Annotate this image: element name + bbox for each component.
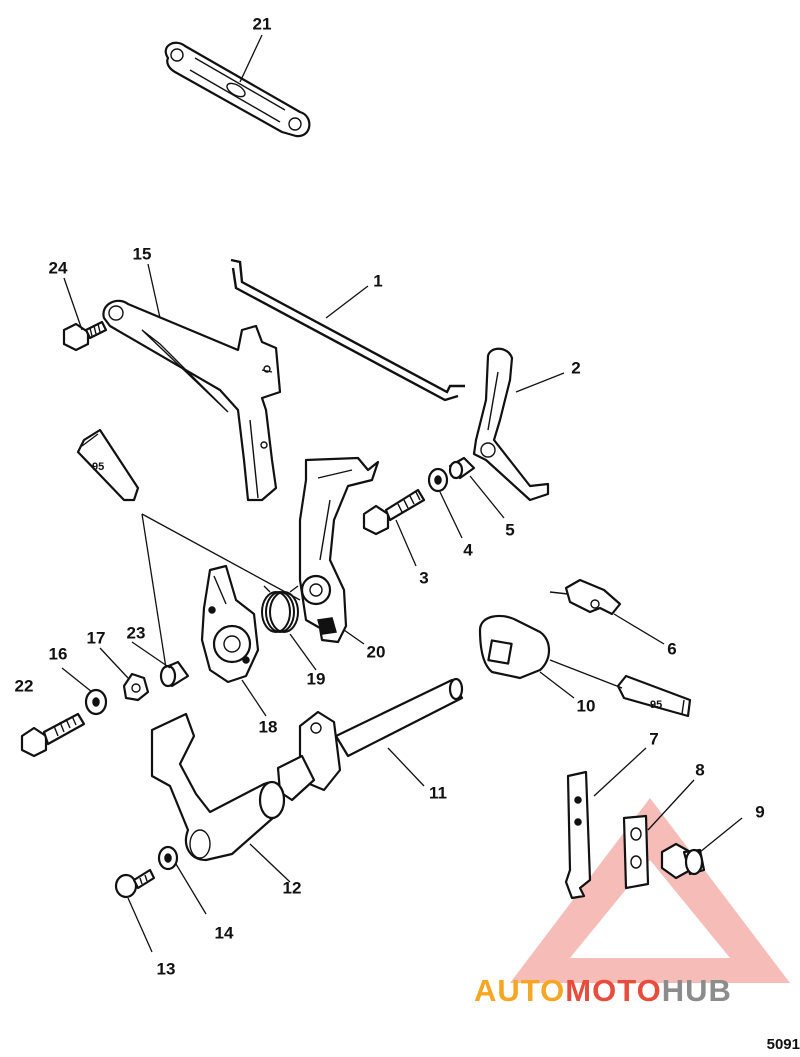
part-12-shift-arm — [150, 712, 286, 862]
callout-3: 3 — [419, 568, 429, 588]
lubricant-tube-right: 95 — [616, 674, 692, 718]
leader-lines — [61, 34, 743, 953]
callout-11: 11 — [429, 783, 447, 803]
part-15-bracket — [102, 299, 282, 502]
part-2-lever — [472, 347, 550, 502]
callout-5: 5 — [505, 520, 515, 540]
part-4-washer — [427, 467, 449, 493]
callout-19: 19 — [306, 669, 326, 689]
watermark-part-hub: HUB — [661, 973, 732, 1008]
part-10-coupler — [478, 614, 551, 680]
callout-23: 23 — [126, 623, 146, 643]
tube-right-label: 95 — [650, 699, 662, 711]
part-13-screw — [114, 868, 156, 899]
part-17-nut — [122, 672, 150, 702]
part-3-bolt — [362, 488, 426, 536]
callout-4: 4 — [463, 540, 473, 560]
part-21-link — [164, 41, 311, 138]
part-7-strip — [564, 770, 592, 900]
part-9-screw — [660, 842, 706, 880]
callout-7: 7 — [649, 729, 659, 749]
tube-left-label: 95 — [92, 461, 104, 473]
callout-13: 13 — [156, 959, 176, 979]
lubricant-tube-left: 95 — [76, 428, 140, 502]
part-24-screw — [62, 320, 108, 352]
part-1-rod — [230, 258, 465, 402]
callout-10: 10 — [576, 696, 596, 716]
callout-22: 22 — [14, 676, 34, 696]
part-5-bushing — [448, 456, 476, 480]
callout-15: 15 — [132, 244, 152, 264]
part-20-lever-plate — [298, 456, 380, 644]
watermark-triangle — [510, 798, 790, 983]
callout-21: 21 — [252, 14, 272, 34]
watermark-wordmark: AUTOMOTOHUB — [474, 973, 732, 1009]
callout-18: 18 — [258, 717, 278, 737]
callout-12: 12 — [282, 878, 302, 898]
callout-6: 6 — [667, 639, 677, 659]
part-16-washer — [84, 688, 108, 716]
part-19-spring — [261, 585, 299, 633]
callout-2: 2 — [571, 358, 581, 378]
callout-17: 17 — [86, 628, 106, 648]
part-18-cam-plate — [200, 564, 260, 684]
callout-24: 24 — [48, 258, 68, 278]
watermark-part-moto: MOTO — [565, 973, 662, 1008]
watermark-part-auto: AUTO — [474, 973, 566, 1008]
figure-reference-number: 5091 — [766, 1036, 800, 1053]
callout-14: 14 — [214, 923, 234, 943]
part-6-clip — [549, 578, 622, 616]
part-14-washer — [157, 845, 179, 871]
callout-20: 20 — [366, 642, 386, 662]
callout-8: 8 — [695, 760, 705, 780]
part-11-shaft — [276, 677, 464, 802]
part-8-plate — [622, 814, 650, 890]
callout-16: 16 — [48, 644, 68, 664]
callout-1: 1 — [373, 271, 383, 291]
callout-9: 9 — [755, 802, 765, 822]
part-22-bolt — [20, 712, 86, 758]
